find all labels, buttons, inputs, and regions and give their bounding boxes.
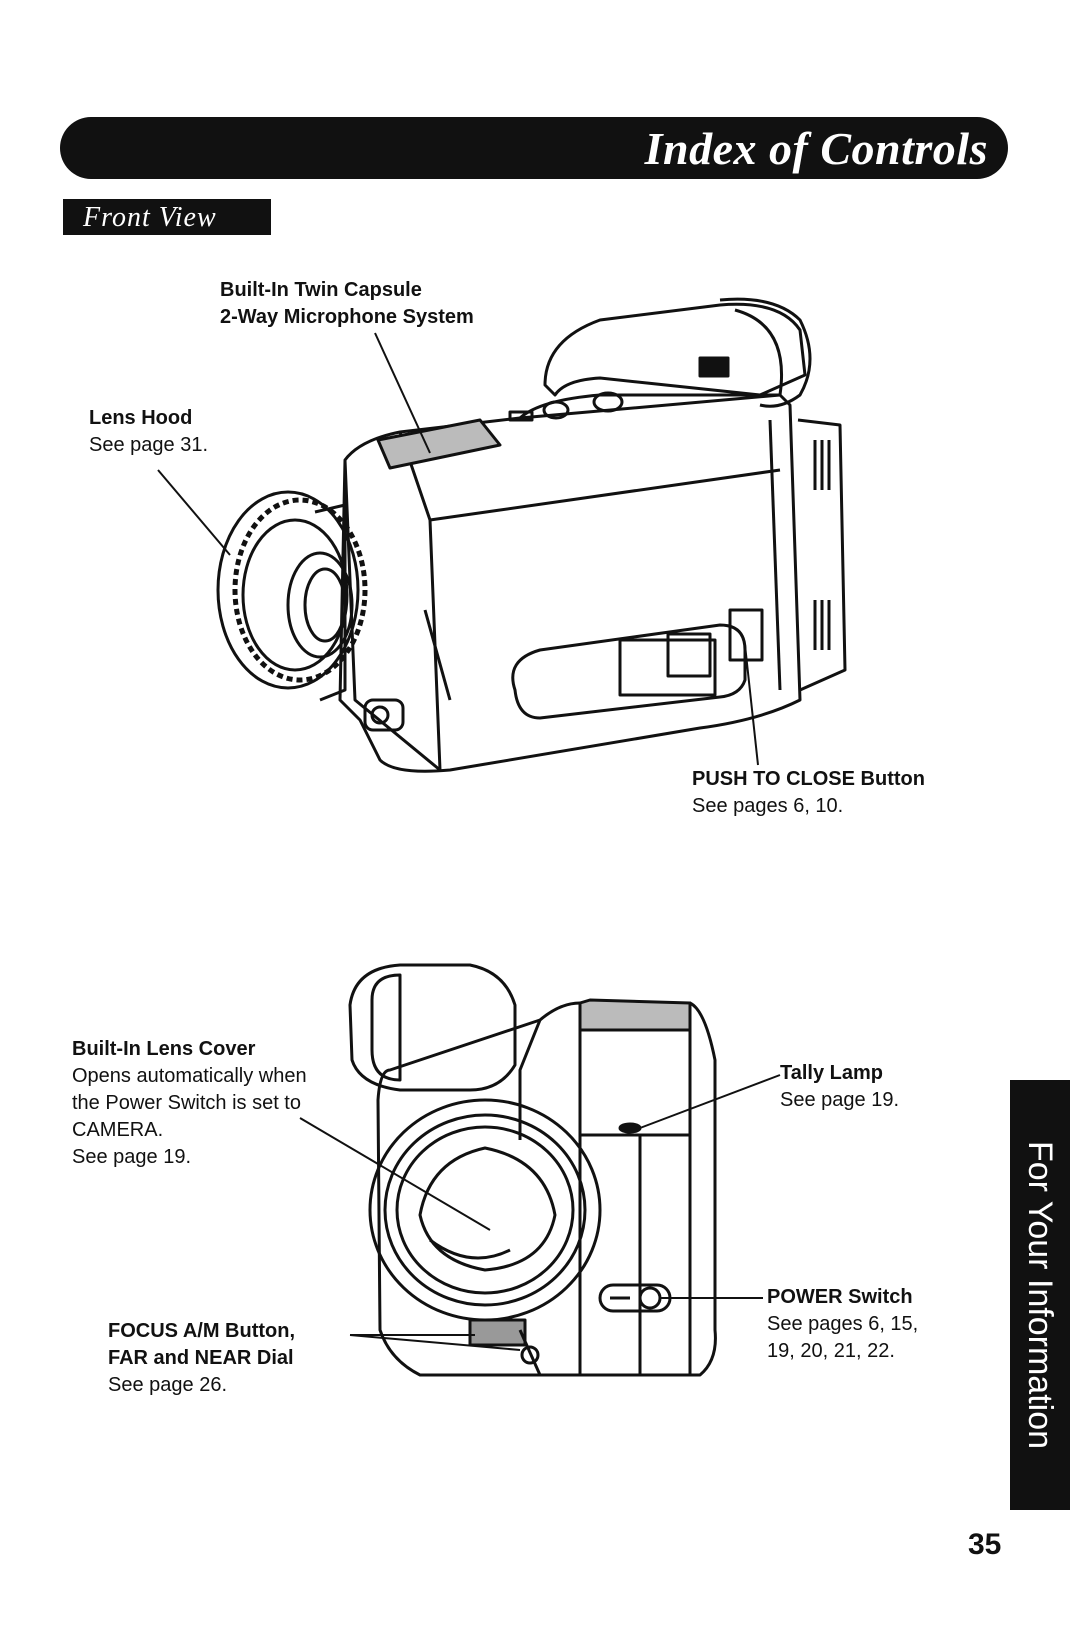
section-header: Front View (63, 199, 271, 235)
microphone-callout: Built-In Twin Capsule 2-Way Microphone S… (220, 277, 474, 331)
microphone-title: Built-In Twin Capsule (220, 279, 422, 301)
push-to-close-ref: See pages 6, 10. (692, 795, 844, 817)
page-title: Index of Controls (644, 123, 988, 174)
lens-hood-title: Lens Hood (89, 407, 193, 429)
side-tab: For Your Information (1010, 1080, 1070, 1510)
lens-cover-callout: Built-In Lens Cover Opens automatically … (72, 1036, 307, 1171)
push-to-close-callout: PUSH TO CLOSE Button See pages 6, 10. (692, 766, 925, 820)
title-bar: Index of Controls (60, 117, 1008, 179)
focus-title-line2: FAR and NEAR Dial (108, 1347, 294, 1369)
focus-title-line1: FOCUS A/M Button, (108, 1320, 296, 1342)
page-number: 35 (968, 1528, 1002, 1561)
lens-hood-callout: Lens Hood See page 31. (89, 405, 208, 459)
microphone-title-line2: 2-Way Microphone System (220, 306, 474, 328)
lens-cover-line1: Opens automatically when (72, 1065, 307, 1087)
power-switch-ref1: See pages 6, 15, (767, 1313, 919, 1335)
lens-cover-line2: the Power Switch is set to (72, 1092, 301, 1114)
lens-cover-title: Built-In Lens Cover (72, 1038, 256, 1060)
tally-lamp-callout: Tally Lamp See page 19. (780, 1060, 899, 1114)
tally-lamp-ref: See page 19. (780, 1089, 899, 1111)
power-switch-title: POWER Switch (767, 1286, 913, 1308)
focus-callout: FOCUS A/M Button, FAR and NEAR Dial See … (108, 1318, 295, 1399)
lens-hood-ref: See page 31. (89, 434, 208, 456)
focus-ref: See page 26. (108, 1374, 227, 1396)
side-tab-label: For Your Information (1021, 1140, 1059, 1450)
tally-lamp-title: Tally Lamp (780, 1062, 883, 1084)
power-switch-callout: POWER Switch See pages 6, 15, 19, 20, 21… (767, 1284, 918, 1365)
power-switch-ref2: 19, 20, 21, 22. (767, 1340, 895, 1362)
push-to-close-title: PUSH TO CLOSE Button (692, 768, 925, 790)
lens-cover-ref: See page 19. (72, 1146, 191, 1168)
section-title: Front View (83, 202, 217, 233)
lens-cover-line3: CAMERA. (72, 1119, 164, 1141)
